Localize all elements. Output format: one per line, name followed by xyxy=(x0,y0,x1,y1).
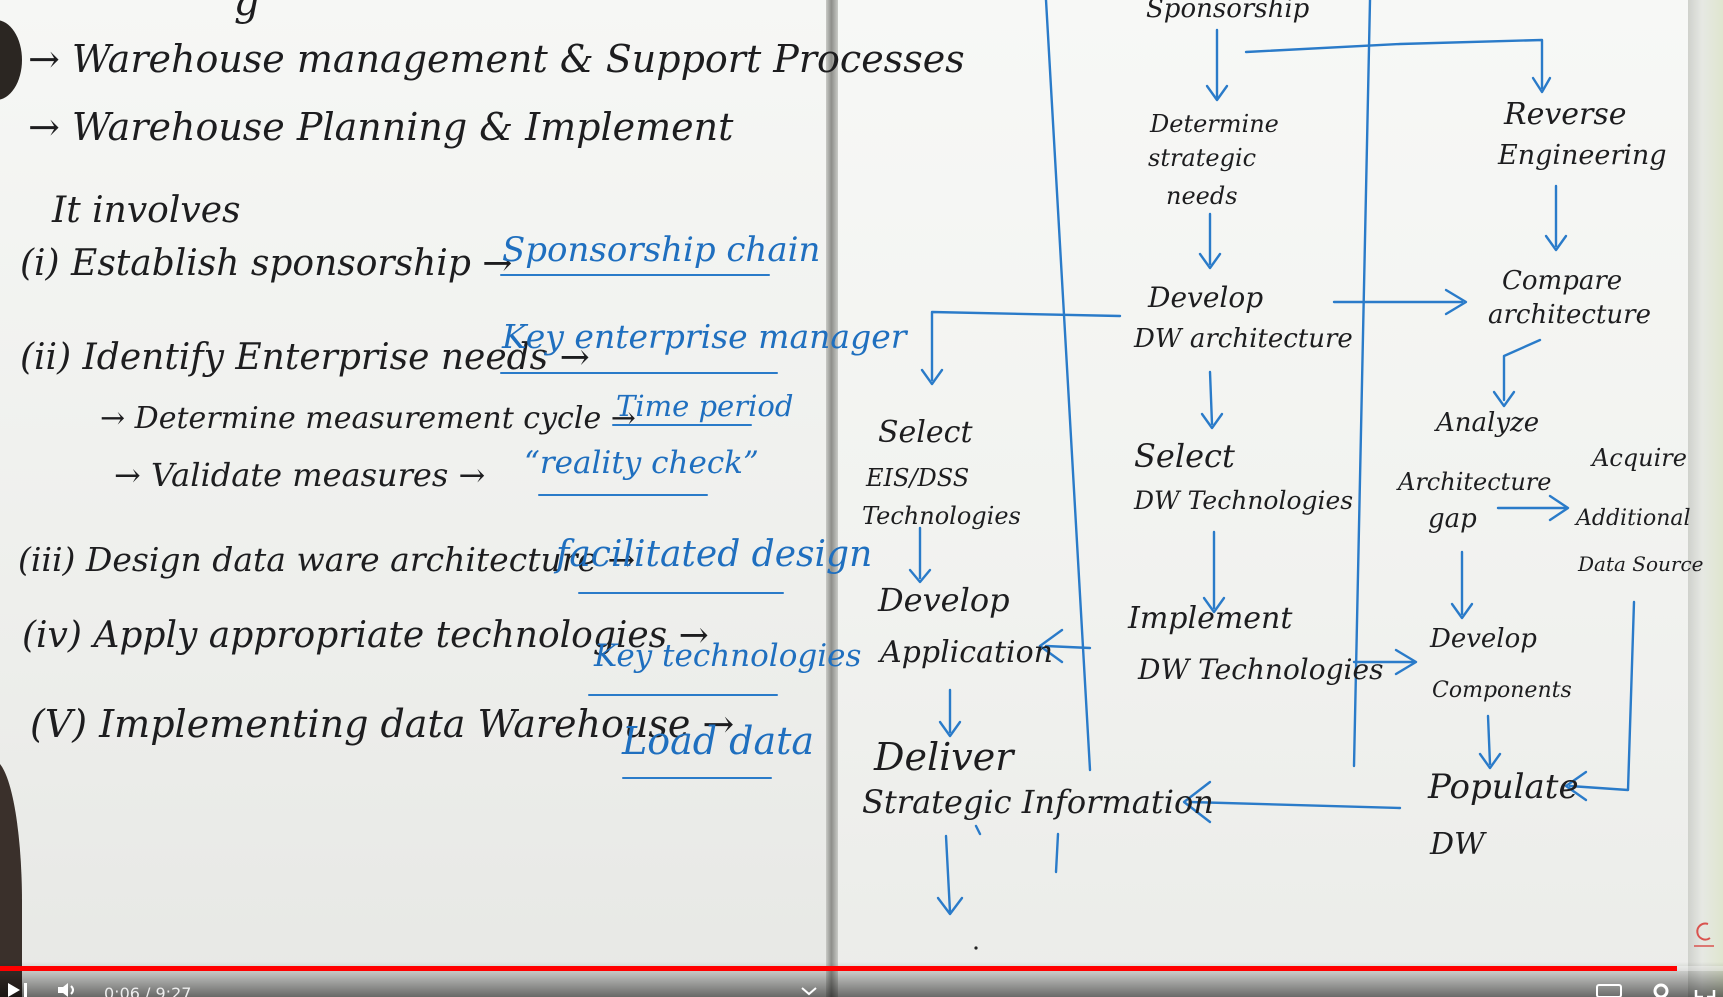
step-1-result: Sponsorship chain xyxy=(502,230,821,270)
channel-logo-icon xyxy=(1694,922,1714,947)
node-develop-comp-1: Develop xyxy=(1430,624,1537,654)
whiteboard-divider xyxy=(826,0,838,997)
node-implement-2: DW Technologies xyxy=(1138,653,1384,686)
node-acquire-1: Acquire xyxy=(1592,444,1687,472)
node-reverse-1: Reverse xyxy=(1504,97,1627,132)
node-determine-3: needs xyxy=(1166,182,1238,210)
step-2-underline xyxy=(500,372,778,374)
node-compare-2: architecture xyxy=(1488,300,1651,330)
step-2a-underline xyxy=(612,424,752,426)
node-select-eis-2: EIS/DSS xyxy=(866,464,970,492)
node-determine-2: strategic xyxy=(1148,144,1257,172)
node-select-eis-1: Select xyxy=(878,415,973,450)
node-deliver-1: Deliver xyxy=(874,735,1014,779)
node-analyze-1: Analyze xyxy=(1436,408,1540,438)
progress-fill xyxy=(0,966,1678,971)
node-select-eis-3: Technologies xyxy=(862,502,1021,530)
step-3-result: facilitated design xyxy=(556,534,873,575)
step-5-result: Load data xyxy=(622,719,815,763)
step-2b-label: → Validate measures → xyxy=(114,456,486,494)
node-acquire-3: Data Source xyxy=(1578,552,1704,576)
step-3-label: (iii) Design data ware architecture → xyxy=(18,540,636,579)
header-fragment: g xyxy=(234,0,260,25)
node-develop-app-2: Application xyxy=(880,635,1053,670)
step-2-label: (ii) Identify Enterprise needs → xyxy=(20,337,590,378)
node-acquire-2: Additional xyxy=(1576,506,1691,531)
line-warehouse-planning: → Warehouse Planning & Implement xyxy=(28,105,734,149)
frame-edge xyxy=(1688,0,1723,997)
step-4-label: (iv) Apply appropriate technologies → xyxy=(22,615,709,656)
progress-bar[interactable] xyxy=(0,966,1723,971)
node-populate-1: Populate xyxy=(1428,767,1579,807)
presenter-head xyxy=(0,20,22,100)
whiteboard-left xyxy=(0,0,826,997)
step-4-underline xyxy=(588,694,778,696)
node-select-dw-1: Select xyxy=(1134,437,1235,475)
chevron-down-icon[interactable] xyxy=(800,986,818,996)
node-reverse-2: Engineering xyxy=(1498,140,1667,171)
step-2-result: Key enterprise manager xyxy=(502,317,907,356)
line-warehouse-management: → Warehouse management & Support Process… xyxy=(28,37,965,81)
node-populate-2: DW xyxy=(1430,827,1485,862)
fullscreen-icon[interactable] xyxy=(1694,982,1716,997)
node-compare-1: Compare xyxy=(1502,266,1623,296)
step-1-label: (i) Establish sponsorship → xyxy=(20,243,513,284)
node-determine-1: Determine xyxy=(1150,110,1279,138)
time-display: 0:06 / 9:27 xyxy=(104,984,192,997)
step-3-underline xyxy=(578,592,784,594)
node-analyze-3: gap xyxy=(1428,504,1477,534)
step-1-underline xyxy=(500,274,770,276)
node-analyze-2: Architecture xyxy=(1398,468,1552,496)
settings-icon[interactable] xyxy=(1650,982,1672,997)
node-develop-dw-1: Develop xyxy=(1148,281,1264,314)
node-develop-dw-2: DW architecture xyxy=(1134,324,1353,354)
node-sponsorship: Sponsorship xyxy=(1146,0,1310,24)
node-select-dw-2: DW Technologies xyxy=(1134,486,1354,515)
play-icon[interactable] xyxy=(6,982,32,997)
step-5-underline xyxy=(622,777,772,779)
intro-text: It involves xyxy=(52,190,241,231)
volume-icon[interactable] xyxy=(56,982,82,997)
step-2a-result: Time period xyxy=(616,389,794,423)
node-implement-1: Implement xyxy=(1128,601,1293,636)
step-4-result: Key technologies xyxy=(594,638,862,674)
node-develop-comp-2: Components xyxy=(1432,678,1572,703)
node-develop-app-1: Develop xyxy=(878,581,1010,619)
step-2b-result: “reality check” xyxy=(524,445,759,481)
step-2a-label: → Determine measurement cycle → xyxy=(100,401,636,436)
step-5-label: (V) Implementing data Warehouse → xyxy=(30,702,735,746)
node-deliver-2: Strategic Information xyxy=(862,783,1214,821)
subtitles-icon[interactable] xyxy=(1596,984,1622,997)
step-2b-underline xyxy=(538,494,708,496)
presenter-body xyxy=(0,760,22,997)
